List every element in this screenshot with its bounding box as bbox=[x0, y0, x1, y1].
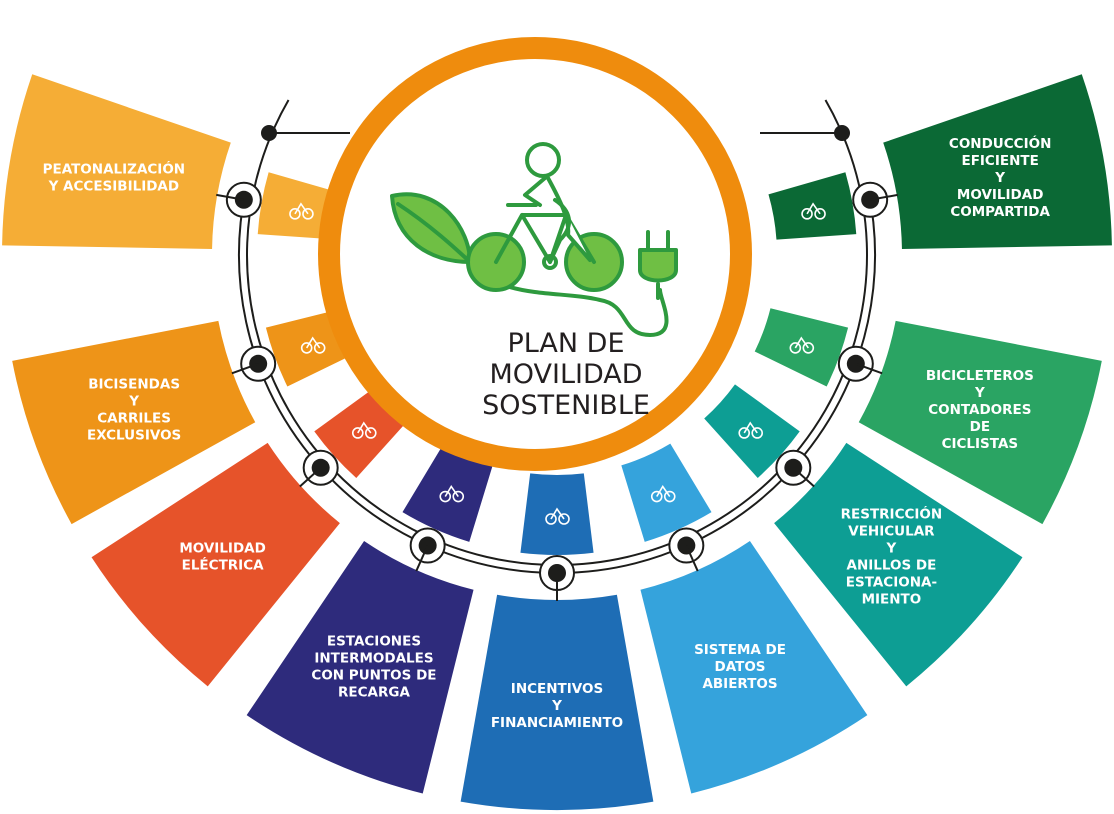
segment-label-restriccion: ANILLOS DE bbox=[847, 558, 937, 574]
segment-incentivos bbox=[460, 594, 654, 811]
node-tick bbox=[299, 467, 322, 488]
bike-lane-icon bbox=[300, 336, 326, 354]
segment-label-restriccion: ESTACIONA- bbox=[846, 575, 937, 591]
segment-label-bicisendas: CARRILES bbox=[97, 410, 171, 426]
bike-parking-icon bbox=[439, 485, 465, 503]
money-icon bbox=[545, 507, 570, 525]
bike-counter-icon bbox=[789, 336, 815, 354]
segment-bicisendas bbox=[12, 320, 256, 525]
inner-segments bbox=[257, 172, 857, 555]
pedestrian-icon bbox=[289, 202, 314, 220]
money-tile bbox=[520, 473, 594, 555]
segment-restriccion bbox=[774, 442, 1023, 687]
node-tick bbox=[685, 545, 699, 572]
connector-dot bbox=[834, 125, 850, 141]
segment-label-bicisendas: BICISENDAS bbox=[88, 376, 180, 392]
segment-label-bicicleteros: CONTADORES bbox=[928, 402, 1031, 418]
title-line-2: MOVILIDAD bbox=[489, 359, 642, 390]
title-line-3: SOSTENIBLE bbox=[482, 390, 650, 421]
parking-e-icon bbox=[738, 421, 764, 439]
cyclist-plug-icon bbox=[390, 142, 678, 337]
shared-car-icon bbox=[801, 202, 826, 220]
segment-label-peatonalizacion: PEATONALIZACIÓN bbox=[43, 159, 186, 177]
connector-dot bbox=[261, 125, 277, 141]
segment-label-conduccion: EFICIENTE bbox=[961, 153, 1038, 169]
segment-label-movilidad-electrica: ELÉCTRICA bbox=[182, 557, 264, 574]
segment-label-estaciones: RECARGA bbox=[338, 685, 410, 701]
segment-label-peatonalizacion: Y ACCESIBILIDAD bbox=[48, 178, 180, 194]
segment-label-restriccion: RESTRICCIÓN bbox=[841, 505, 943, 523]
title-line-1: PLAN DE bbox=[507, 328, 624, 359]
segment-label-bicisendas: EXCLUSIVOS bbox=[87, 427, 181, 443]
node-tick bbox=[869, 193, 898, 201]
segment-label-bicicleteros: CICLISTAS bbox=[942, 436, 1019, 452]
segment-conduccion bbox=[883, 74, 1112, 249]
segment-estaciones bbox=[246, 541, 474, 794]
segment-label-incentivos: INCENTIVOS bbox=[511, 681, 603, 697]
segment-label-restriccion: Y bbox=[886, 541, 897, 557]
node-tick bbox=[792, 467, 815, 488]
segment-peatonalizacion bbox=[2, 74, 231, 249]
node-tick bbox=[216, 193, 245, 201]
bike-counter-tile bbox=[754, 308, 849, 387]
electric-car-icon bbox=[351, 421, 377, 439]
connector-nodes bbox=[216, 181, 898, 601]
segment-label-bicicleteros: DE bbox=[970, 419, 990, 435]
data-network-icon bbox=[650, 485, 676, 503]
segment-movilidad-electrica bbox=[91, 442, 340, 687]
outer-segments bbox=[2, 74, 1112, 811]
segment-label-datos-abiertos: ABIERTOS bbox=[702, 676, 777, 692]
segment-label-movilidad-electrica: MOVILIDAD bbox=[179, 541, 266, 557]
segment-label-bicicleteros: Y bbox=[974, 385, 985, 401]
segment-label-bicisendas: Y bbox=[128, 393, 139, 409]
center-circle bbox=[318, 37, 752, 471]
segment-label-datos-abiertos: DATOS bbox=[715, 659, 766, 675]
segment-label-conduccion: CONDUCCIÓN bbox=[949, 134, 1051, 152]
segment-label-estaciones: CON PUNTOS DE bbox=[311, 668, 436, 684]
segment-label-conduccion: Y bbox=[994, 170, 1005, 186]
segment-label-restriccion: VEHICULAR bbox=[848, 524, 935, 540]
segment-label-estaciones: ESTACIONES bbox=[327, 634, 421, 650]
node-tick bbox=[855, 362, 883, 375]
segment-bicicleteros bbox=[858, 320, 1102, 525]
segment-label-datos-abiertos: SISTEMA DE bbox=[694, 642, 786, 658]
segment-datos-abiertos bbox=[640, 541, 868, 794]
segment-label-restriccion: MIENTO bbox=[862, 592, 922, 608]
node-tick bbox=[415, 545, 429, 572]
segment-label-incentivos: Y bbox=[551, 698, 562, 714]
segment-label-incentivos: FINANCIAMIENTO bbox=[491, 715, 623, 731]
segment-label-bicicleteros: BICICLETEROS bbox=[926, 368, 1034, 384]
segment-label-estaciones: INTERMODALES bbox=[314, 651, 433, 667]
node-tick bbox=[231, 362, 259, 375]
segment-label-conduccion: MOVILIDAD bbox=[957, 187, 1044, 203]
segment-label-conduccion: COMPARTIDA bbox=[950, 204, 1050, 220]
